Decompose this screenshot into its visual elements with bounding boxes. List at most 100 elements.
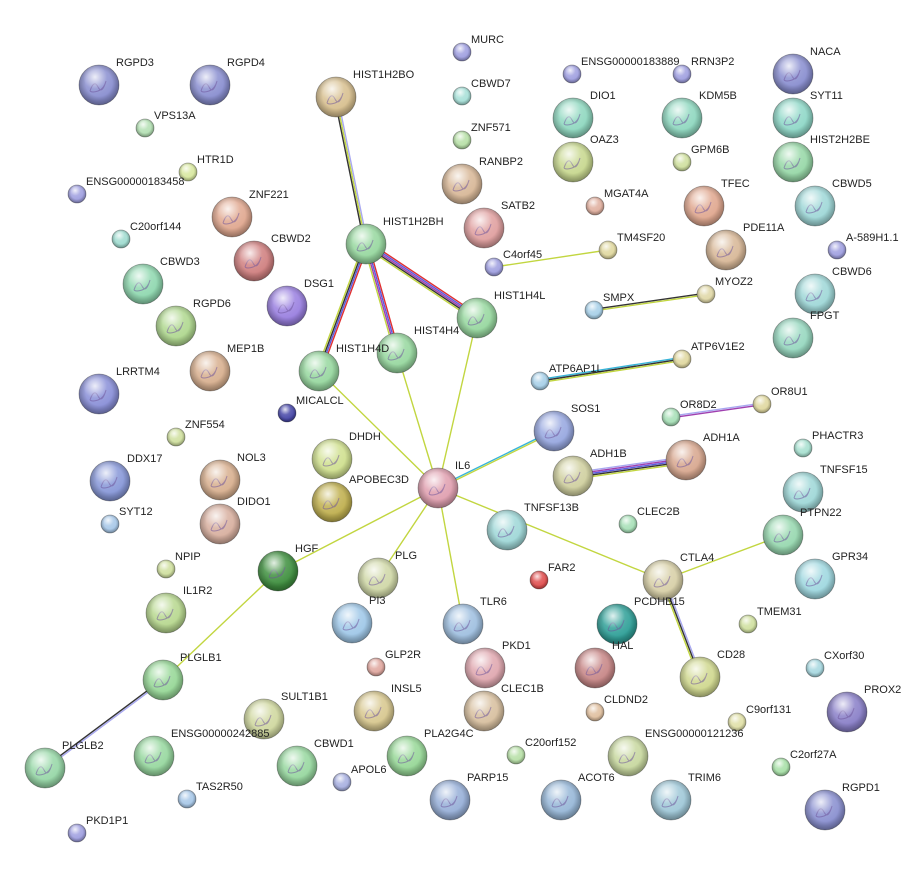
node-dio1[interactable]: [552, 97, 594, 139]
node-znf571[interactable]: [452, 130, 472, 150]
node-atp6ap1l[interactable]: [530, 371, 550, 391]
node-rgpd4[interactable]: [189, 64, 231, 106]
node-micalcl[interactable]: [277, 403, 297, 423]
edge-il6-sos1[interactable]: [437, 429, 555, 490]
node-sult1b1[interactable]: [243, 698, 285, 740]
node-ensg00000242885[interactable]: [133, 735, 175, 777]
node-tmem31[interactable]: [738, 614, 758, 634]
node-hist2h2be[interactable]: [772, 141, 814, 183]
node-npip[interactable]: [156, 559, 176, 579]
node-cd28[interactable]: [679, 656, 721, 698]
node-plglb1[interactable]: [142, 659, 184, 701]
node-acot6[interactable]: [540, 779, 582, 821]
node-pkd1p1[interactable]: [67, 823, 87, 843]
edge-hist4h4-il6[interactable]: [396, 352, 439, 489]
node-prox2[interactable]: [826, 691, 868, 733]
edge-hist1h2bo-hist1h2bh[interactable]: [333, 96, 369, 245]
edge-il6-hgf[interactable]: [277, 487, 439, 572]
node-tm4sf20[interactable]: [598, 240, 618, 260]
edge-c4orf45-tm4sf20[interactable]: [493, 249, 609, 268]
node-tnfsf15[interactable]: [782, 471, 824, 513]
node-clec1b[interactable]: [463, 690, 505, 732]
node-myoz2[interactable]: [696, 284, 716, 304]
edge-il6-ctla4[interactable]: [437, 487, 664, 581]
node-il1r2[interactable]: [145, 592, 187, 634]
node-parp15[interactable]: [429, 779, 471, 821]
edge-ctla4-ptpn22[interactable]: [662, 534, 784, 581]
node-fpgt[interactable]: [772, 317, 814, 359]
node-murc[interactable]: [452, 42, 472, 62]
node-ptpn22[interactable]: [762, 514, 804, 556]
node-tnfsf13b[interactable]: [486, 509, 528, 551]
node-pla2g4c[interactable]: [386, 735, 428, 777]
node-hist1h4d[interactable]: [298, 350, 340, 392]
node-hgf[interactable]: [257, 550, 299, 592]
node-clec2b[interactable]: [618, 514, 638, 534]
node-pde11a[interactable]: [705, 229, 747, 271]
edge-hist1h2bh-hist1h4d[interactable]: [316, 242, 369, 373]
node-c20orf144[interactable]: [111, 229, 131, 249]
node-ranbp2[interactable]: [441, 163, 483, 205]
edge-hist1h4d-il6[interactable]: [318, 370, 439, 489]
node-c2orf27a[interactable]: [771, 757, 791, 777]
node-lrrtm4[interactable]: [78, 373, 120, 415]
node-dhdh[interactable]: [311, 438, 353, 480]
node-tfec[interactable]: [683, 185, 725, 227]
node-hist4h4[interactable]: [376, 332, 418, 374]
node-ctla4[interactable]: [642, 559, 684, 601]
node-mep1b[interactable]: [189, 350, 231, 392]
edge-hgf-plglb1[interactable]: [162, 570, 279, 681]
node-gpm6b[interactable]: [672, 152, 692, 172]
node-syt12[interactable]: [100, 514, 120, 534]
node-cbwd5[interactable]: [794, 185, 836, 227]
node-vps13a[interactable]: [135, 118, 155, 138]
edge-or8d2-or8u1[interactable]: [670, 402, 763, 419]
node-naca[interactable]: [772, 53, 814, 95]
node-hal[interactable]: [574, 647, 616, 689]
node-cbwd1[interactable]: [276, 745, 318, 787]
node-cldnd2[interactable]: [585, 702, 605, 722]
node-pkd1[interactable]: [464, 647, 506, 689]
edge-plglb1-plglb2[interactable]: [44, 678, 164, 770]
node-kdm5b[interactable]: [661, 97, 703, 139]
node-rrn3p2[interactable]: [672, 64, 692, 84]
node-htr1d[interactable]: [178, 162, 198, 182]
node-il6[interactable]: [417, 467, 459, 509]
node-phactr3[interactable]: [793, 438, 813, 458]
node-plg[interactable]: [357, 557, 399, 599]
node-c9orf131[interactable]: [727, 712, 747, 732]
node-cbwd3[interactable]: [122, 263, 164, 305]
node-c20orf152[interactable]: [506, 745, 526, 765]
edge-atp6ap1l-atp6v1e2[interactable]: [539, 356, 683, 384]
node-rgpd1[interactable]: [804, 789, 846, 831]
node-plglb2[interactable]: [24, 747, 66, 789]
node-smpx[interactable]: [584, 300, 604, 320]
edge-hist1h4l-il6[interactable]: [437, 317, 478, 489]
node-ddx17[interactable]: [89, 460, 131, 502]
node-ensg00000183458[interactable]: [67, 184, 87, 204]
node-gpr34[interactable]: [794, 558, 836, 600]
edge-il6-tlr6[interactable]: [437, 487, 464, 625]
node-trim6[interactable]: [650, 779, 692, 821]
node-hist1h4l[interactable]: [456, 297, 498, 339]
node-cbwd6[interactable]: [794, 273, 836, 315]
node-tlr6[interactable]: [442, 603, 484, 645]
node-cbwd7[interactable]: [452, 86, 472, 106]
node-syt11[interactable]: [772, 97, 814, 139]
node-pi3[interactable]: [331, 602, 373, 644]
node-satb2[interactable]: [463, 207, 505, 249]
node-znf554[interactable]: [166, 427, 186, 447]
node-mgat4a[interactable]: [585, 196, 605, 216]
node-tas2r50[interactable]: [177, 789, 197, 809]
node-adh1b[interactable]: [552, 455, 594, 497]
node-atp6v1e2[interactable]: [672, 349, 692, 369]
node-glp2r[interactable]: [366, 657, 386, 677]
node-insl5[interactable]: [353, 690, 395, 732]
node-dsg1[interactable]: [266, 285, 308, 327]
node-or8u1[interactable]: [752, 394, 772, 414]
node-hist1h2bh[interactable]: [345, 223, 387, 265]
node-ensg00000121236[interactable]: [607, 735, 649, 777]
edge-hist1h2bh-hist1h4l[interactable]: [363, 240, 480, 322]
node-oaz3[interactable]: [552, 141, 594, 183]
node-apol6[interactable]: [332, 772, 352, 792]
